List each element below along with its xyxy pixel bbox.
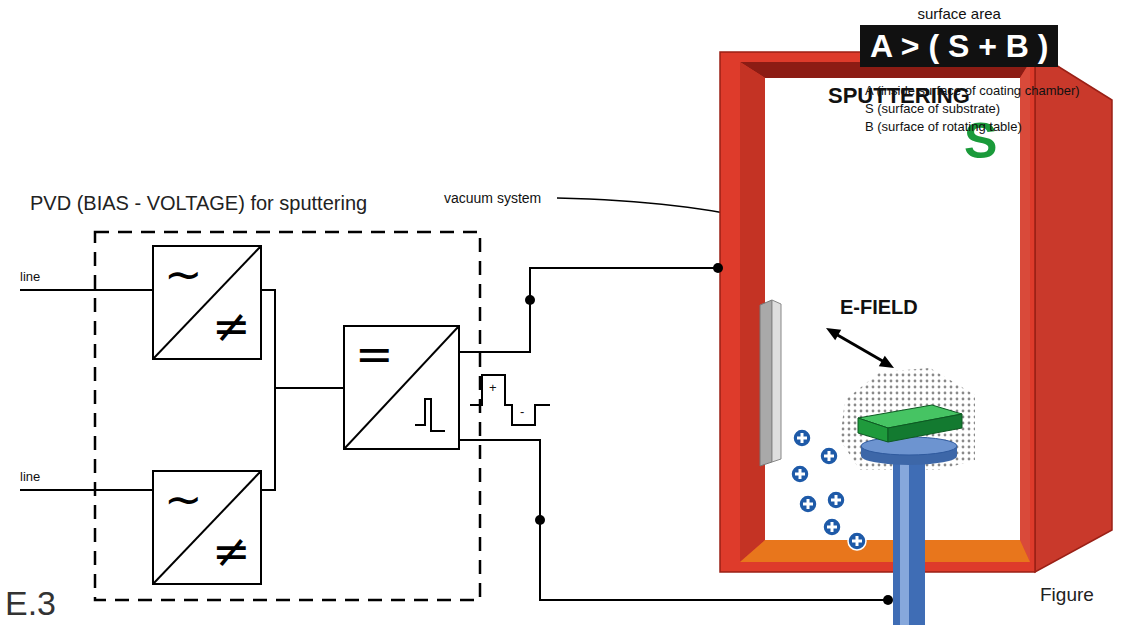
legend-note: A (inside surface of coating chamber)	[865, 84, 1080, 99]
junction-dot	[883, 595, 893, 605]
converter-symbol: =	[355, 331, 394, 377]
wire	[262, 388, 343, 490]
converter-diagonal	[345, 327, 458, 448]
ion	[827, 491, 845, 509]
substrate	[858, 405, 962, 442]
ion	[799, 469, 802, 479]
rotating-table	[893, 452, 925, 625]
ion	[831, 522, 834, 532]
coating-chamber	[765, 78, 1020, 540]
ion	[791, 429, 866, 550]
power-supply-outline	[95, 232, 480, 600]
polarity-mark: +	[489, 381, 497, 396]
converter-symbol: ~	[164, 476, 203, 522]
legend-note: B (surface of rotating table)	[865, 120, 1022, 135]
ion	[807, 499, 810, 509]
ion	[848, 532, 866, 550]
efield-arrow	[834, 333, 886, 363]
figure-number: E.3	[5, 584, 56, 623]
sputter-target	[772, 300, 781, 462]
box-heading: surface area	[860, 6, 1058, 23]
coating-chamber	[720, 52, 1035, 572]
rotating-table	[900, 452, 909, 625]
title: PVD (BIAS - VOLTAGE) for sputtering	[30, 192, 367, 214]
wire	[460, 268, 718, 352]
sputtered-particles	[840, 368, 975, 470]
figure-caption-fragment: Figure	[1040, 584, 1094, 606]
dc-pulse-converter: =	[343, 325, 460, 450]
ac-dc-converter: ~≠	[152, 470, 262, 585]
polarity-mark: -	[520, 405, 524, 420]
sputter-target	[760, 300, 781, 466]
ion	[828, 451, 831, 461]
junction-dot	[525, 263, 893, 605]
ion	[801, 433, 804, 443]
pulse-symbol	[415, 399, 445, 431]
sputtered-particles	[840, 368, 975, 470]
ion	[820, 447, 838, 465]
line-input	[20, 289, 152, 291]
coating-chamber	[1020, 62, 1030, 562]
ion	[791, 465, 809, 483]
pulse-waveform	[470, 375, 550, 425]
efield-arrow	[826, 328, 894, 368]
formula: A > ( S + B )	[870, 27, 1048, 65]
pulse-waveform	[470, 375, 550, 425]
converter-diagonal	[154, 472, 260, 583]
converter-symbol: ≠	[212, 528, 251, 574]
stem-wire	[718, 599, 891, 601]
converter-symbol: ~	[164, 251, 203, 297]
line-input	[20, 290, 152, 490]
ion	[793, 429, 811, 447]
rotating-table	[861, 437, 957, 625]
sputter-target	[760, 300, 772, 466]
power-supply-outline	[95, 232, 480, 600]
formula-bar: A > ( S + B )	[860, 25, 1058, 67]
legend-note: S (surface of substrate)	[865, 102, 1000, 117]
surface-area-box: surface area A > ( S + B )	[860, 6, 1058, 67]
stem-wire	[718, 600, 891, 601]
signal-label: line	[20, 470, 40, 485]
rotating-table	[861, 437, 957, 455]
coating-chamber	[1035, 52, 1112, 572]
converter-diagonal	[154, 247, 260, 358]
efield-arrow	[879, 356, 894, 368]
wire	[460, 440, 718, 600]
wire	[262, 290, 343, 388]
substrate	[888, 414, 962, 442]
signal-label: line	[20, 270, 40, 285]
field-label: E-FIELD	[840, 296, 918, 318]
ion	[799, 495, 817, 513]
coating-chamber	[740, 540, 1030, 562]
coating-chamber: SPUTTERINGE-FIELDS	[718, 50, 1113, 628]
converter-symbol: ≠	[212, 303, 251, 349]
ac-dc-converter: ~≠	[152, 245, 262, 360]
substrate	[858, 418, 888, 442]
part-label: vacuum system	[444, 190, 541, 206]
line-input	[20, 489, 152, 491]
efield-arrow	[826, 328, 841, 340]
ion	[835, 495, 838, 505]
ion	[856, 536, 859, 546]
ion	[823, 518, 841, 536]
